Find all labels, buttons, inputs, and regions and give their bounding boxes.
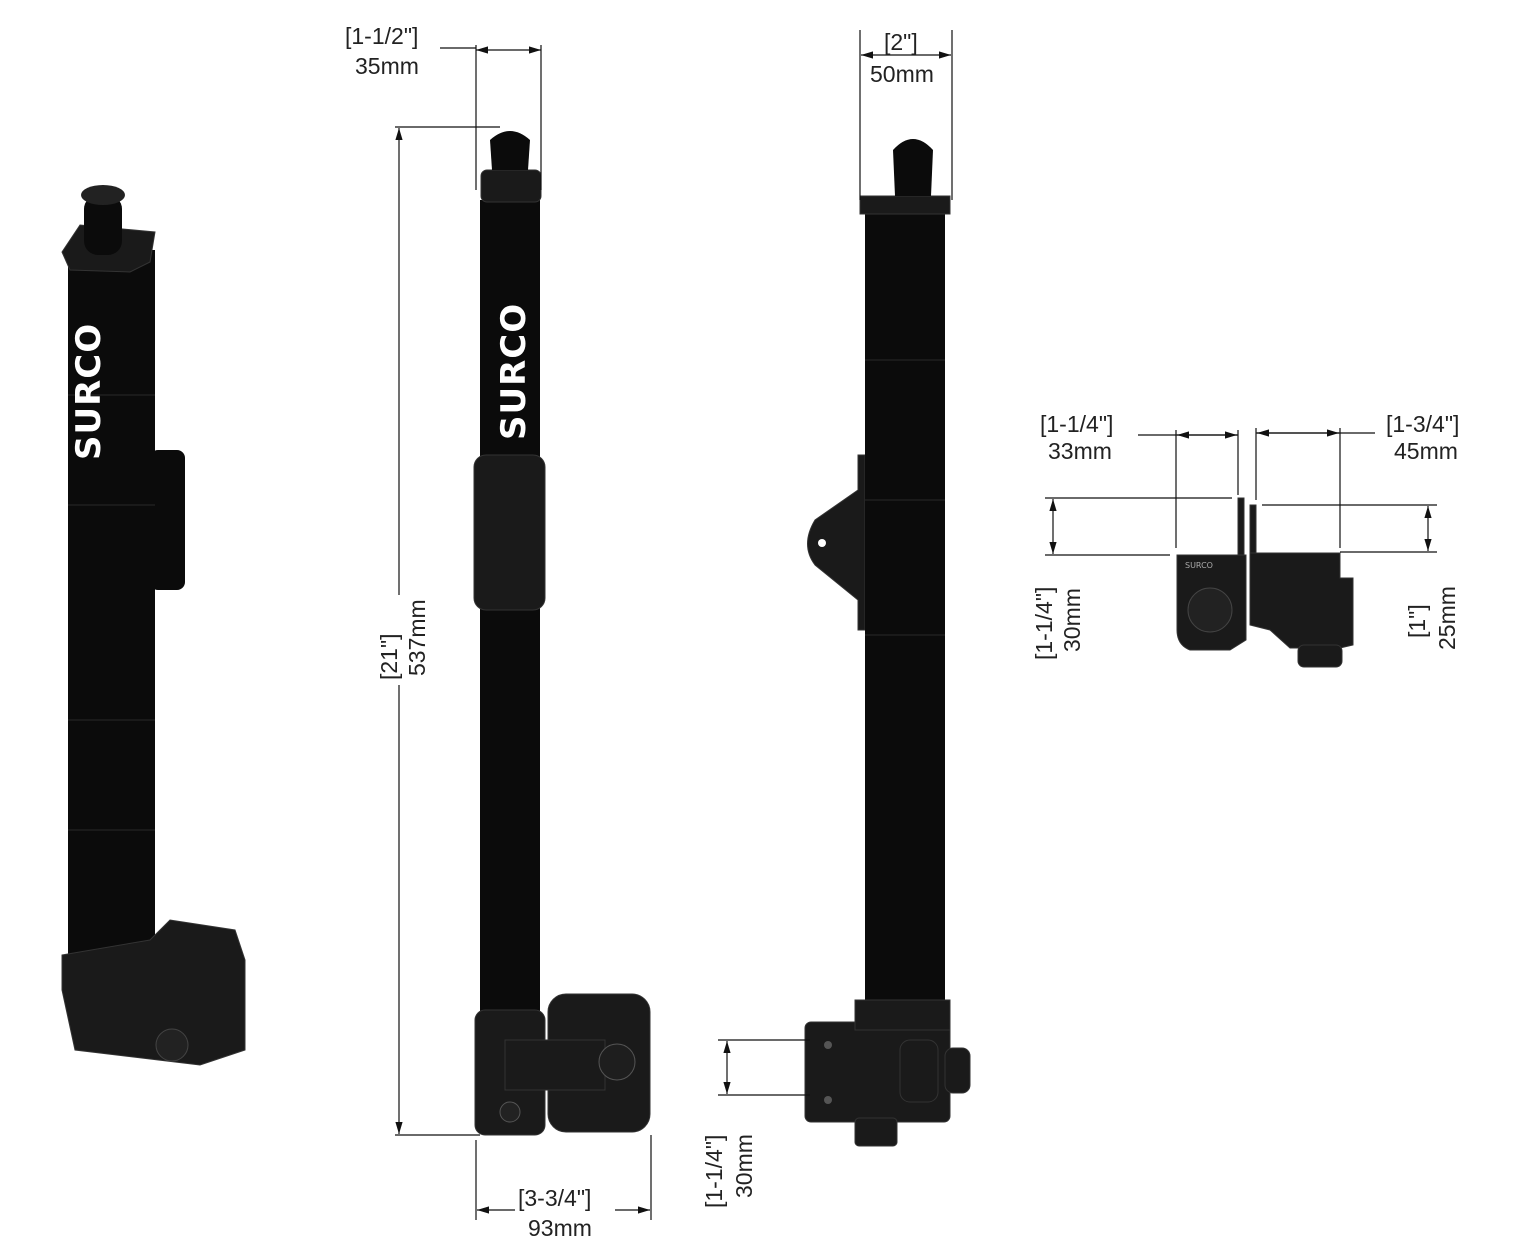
dim-base-height-view3-imperial: [1-1/4"] — [701, 1135, 727, 1208]
top-knob — [893, 139, 933, 196]
product-view-side — [804, 139, 971, 1147]
bottom-knob — [1297, 644, 1343, 668]
hinge-pin — [499, 1101, 521, 1123]
left-tab — [1237, 497, 1245, 559]
brand-logo: SURCO — [1185, 561, 1213, 570]
dim-base-width-metric: 93mm — [528, 1215, 592, 1241]
base-knob — [155, 1028, 189, 1062]
grip-sleeve — [473, 454, 546, 611]
right-tab — [1249, 504, 1257, 558]
side-bracket — [150, 450, 185, 590]
top-knob — [490, 131, 530, 170]
bracket-hole — [818, 539, 826, 547]
base-collar — [854, 999, 951, 1031]
top-collar — [480, 169, 542, 203]
side-bracket — [807, 454, 866, 631]
dimension-lines — [395, 30, 1437, 1220]
dim-detail-left-width-metric: 33mm — [1048, 438, 1112, 464]
brand-logo: SURCO — [494, 303, 534, 440]
upright-bar — [68, 250, 155, 960]
dimension-labels: [1-1/2"] 35mm [2"] 50mm [21"] 537mm [3-3… — [345, 23, 1460, 1241]
product-view-detail: SURCO — [1176, 497, 1354, 668]
base-clip — [854, 1117, 898, 1147]
right-clamp — [1249, 552, 1354, 649]
dim-base-width-imperial: [3-3/4"] — [518, 1185, 591, 1211]
dim-overall-height-imperial: [21"] — [376, 633, 402, 680]
dim-top-width-view3-imperial: [2"] — [884, 29, 918, 55]
dim-top-width-view3-metric: 50mm — [870, 61, 934, 87]
dim-detail-right-width-imperial: [1-3/4"] — [1386, 411, 1459, 437]
dim-detail-right-height-imperial: [1"] — [1404, 604, 1430, 638]
hinge-arm — [504, 1039, 606, 1091]
dim-detail-right-height-metric: 25mm — [1434, 586, 1460, 650]
clamp-button — [1187, 587, 1233, 633]
top-knob — [84, 195, 122, 255]
side-knob — [944, 1047, 971, 1094]
product-view-front: SURCO — [473, 131, 651, 1136]
top-knob-face — [81, 185, 125, 205]
top-cap — [859, 195, 951, 215]
dim-detail-right-width-metric: 45mm — [1394, 438, 1458, 464]
latch-knob — [598, 1043, 636, 1081]
base-hinge — [61, 919, 246, 1066]
product-view-perspective: SURCO — [61, 185, 246, 1066]
dim-overall-height-metric: 537mm — [404, 599, 430, 676]
dim-detail-left-height-metric: 30mm — [1059, 588, 1085, 652]
latch-button — [899, 1039, 939, 1103]
upright-bar — [865, 210, 945, 1025]
dim-top-width-view2-imperial: [1-1/2"] — [345, 23, 418, 49]
upright-bar — [480, 200, 540, 1030]
brand-logo: SURCO — [69, 323, 109, 460]
dim-detail-left-height-imperial: [1-1/4"] — [1031, 587, 1057, 660]
dim-detail-left-width-imperial: [1-1/4"] — [1040, 411, 1113, 437]
dim-base-height-view3-metric: 30mm — [731, 1134, 757, 1198]
dim-top-width-view2-metric: 35mm — [355, 53, 419, 79]
